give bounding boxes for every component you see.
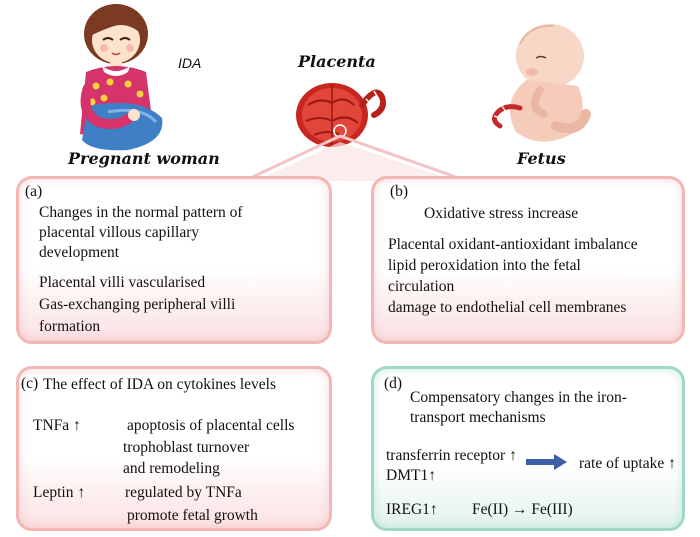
panel-a: (a) Changes in the normal pattern of pla… bbox=[16, 176, 332, 344]
panel-c-label: (c) bbox=[21, 375, 39, 392]
panel-c-leptin: Leptin ↑ bbox=[33, 484, 86, 501]
panel-d-title-2: transport mechanisms bbox=[410, 409, 546, 426]
panel-c-title: The effect of IDA on cytokines levels bbox=[43, 376, 276, 393]
panel-b-label: (b) bbox=[390, 183, 409, 200]
panel-b: (b) Oxidative stress increase Placental … bbox=[371, 176, 685, 344]
panel-c-tnfa-effect-3: and remodeling bbox=[123, 460, 220, 477]
panel-b-title: Oxidative stress increase bbox=[424, 205, 579, 222]
panel-c-tnfa: TNFa ↑ bbox=[33, 417, 81, 434]
panel-b-line-1: Placental oxidant-antioxidant imbalance bbox=[388, 236, 638, 253]
panel-c: (c) The effect of IDA on cytokines level… bbox=[16, 366, 332, 531]
panel-a-line-1: Changes in the normal pattern of bbox=[39, 204, 243, 221]
placenta-illustration bbox=[296, 83, 386, 147]
panel-c-tnfa-effect-2: trophoblast turnover bbox=[123, 439, 250, 456]
uptake-arrow-icon bbox=[526, 454, 567, 470]
fetus-label: Fetus bbox=[517, 149, 566, 168]
panel-d-dmt1: DMT1↑ bbox=[386, 467, 436, 484]
fetus-illustration bbox=[492, 24, 591, 142]
panel-d-transferrin: transferrin receptor ↑ bbox=[386, 447, 517, 464]
panel-c-leptin-effect-2: promote fetal growth bbox=[127, 507, 258, 524]
ida-label: IDA bbox=[178, 55, 202, 71]
panel-d-label: (d) bbox=[384, 375, 403, 392]
panel-d-uptake: rate of uptake ↑ bbox=[579, 455, 676, 472]
placenta-label: Placenta bbox=[298, 52, 376, 71]
panel-a-line-6: formation bbox=[39, 318, 101, 335]
panel-c-leptin-effect-1: regulated by TNFa bbox=[125, 484, 242, 501]
panel-b-line-4: damage to endothelial cell membranes bbox=[388, 299, 627, 316]
panel-a-label: (a) bbox=[25, 183, 43, 200]
panel-a-line-2: placental villous capillary bbox=[39, 224, 200, 241]
panel-a-line-5: Gas-exchanging peripheral villi bbox=[39, 296, 236, 313]
panel-b-line-3: circulation bbox=[388, 278, 455, 295]
panel-d: (d) Compensatory changes in the iron- tr… bbox=[371, 366, 685, 531]
pregnant-woman-label: Pregnant woman bbox=[68, 149, 220, 168]
panel-d-ireg1: IREG1↑ bbox=[386, 501, 438, 518]
panel-a-line-3: development bbox=[39, 244, 120, 261]
panel-c-tnfa-effect-1: apoptosis of placental cells bbox=[127, 417, 295, 434]
panel-d-fe: Fe(II) → Fe(III) bbox=[472, 501, 573, 518]
panel-d-title-1: Compensatory changes in the iron- bbox=[410, 389, 627, 406]
pregnant-woman-illustration bbox=[80, 4, 163, 151]
panel-a-line-4: Placental villi vascularised bbox=[39, 274, 206, 291]
placenta-connector bbox=[245, 134, 471, 184]
panel-b-line-2: lipid peroxidation into the fetal bbox=[388, 257, 581, 274]
